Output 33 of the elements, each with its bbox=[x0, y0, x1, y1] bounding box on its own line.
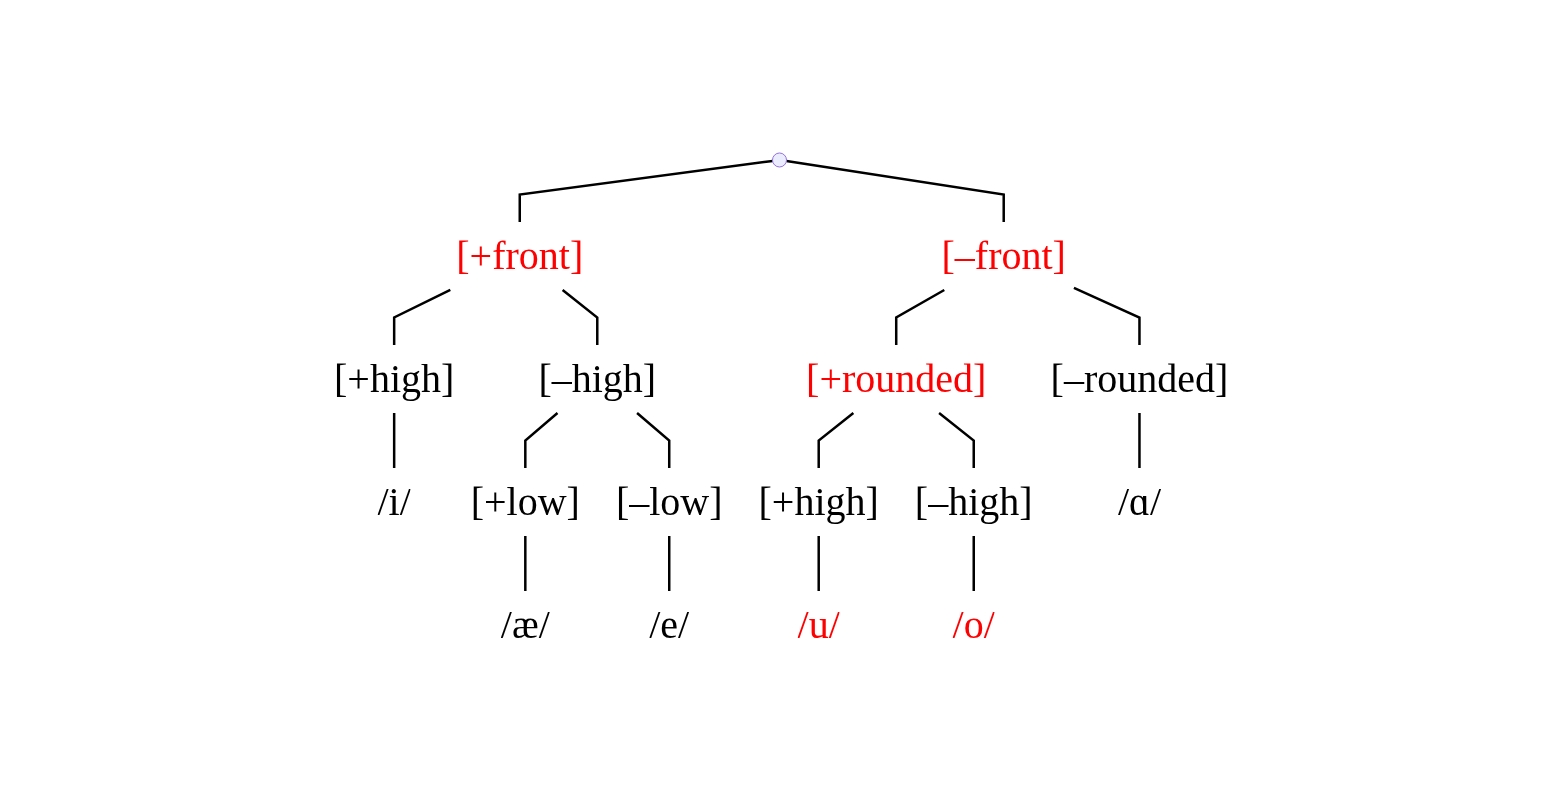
node-text: [–high] bbox=[914, 478, 1033, 524]
connector bbox=[817, 535, 820, 591]
node-text: /o/ bbox=[952, 601, 995, 647]
connector bbox=[392, 288, 451, 345]
connector bbox=[518, 159, 773, 222]
connector bbox=[667, 535, 671, 591]
node-text: /e/ bbox=[649, 601, 690, 647]
node-text: [+rounded] bbox=[805, 355, 987, 401]
connector bbox=[817, 411, 854, 468]
connector bbox=[1073, 286, 1141, 345]
connector bbox=[1138, 412, 1141, 468]
node-text: /æ/ bbox=[500, 601, 550, 647]
node-text: [–front] bbox=[941, 232, 1066, 278]
connector bbox=[392, 412, 396, 468]
connector bbox=[523, 411, 559, 468]
connector bbox=[972, 535, 975, 591]
node-text: [+high] bbox=[758, 478, 879, 524]
node-text: [–low] bbox=[615, 478, 723, 524]
node-text: /i/ bbox=[377, 478, 411, 524]
node-text: /u/ bbox=[797, 601, 840, 647]
node-text: [+high] bbox=[333, 355, 455, 401]
node-text: [–high] bbox=[538, 355, 656, 401]
node-point bbox=[771, 152, 787, 167]
node-text: /ɑ/ bbox=[1117, 478, 1161, 524]
connector bbox=[894, 288, 945, 345]
node-text: [+front] bbox=[456, 232, 584, 278]
node-text: [–rounded] bbox=[1050, 355, 1229, 401]
connector bbox=[523, 535, 527, 591]
connector bbox=[938, 411, 975, 468]
connector bbox=[636, 411, 671, 468]
node-text: [+low] bbox=[470, 478, 580, 524]
connector bbox=[561, 288, 599, 345]
connector bbox=[786, 159, 1005, 222]
